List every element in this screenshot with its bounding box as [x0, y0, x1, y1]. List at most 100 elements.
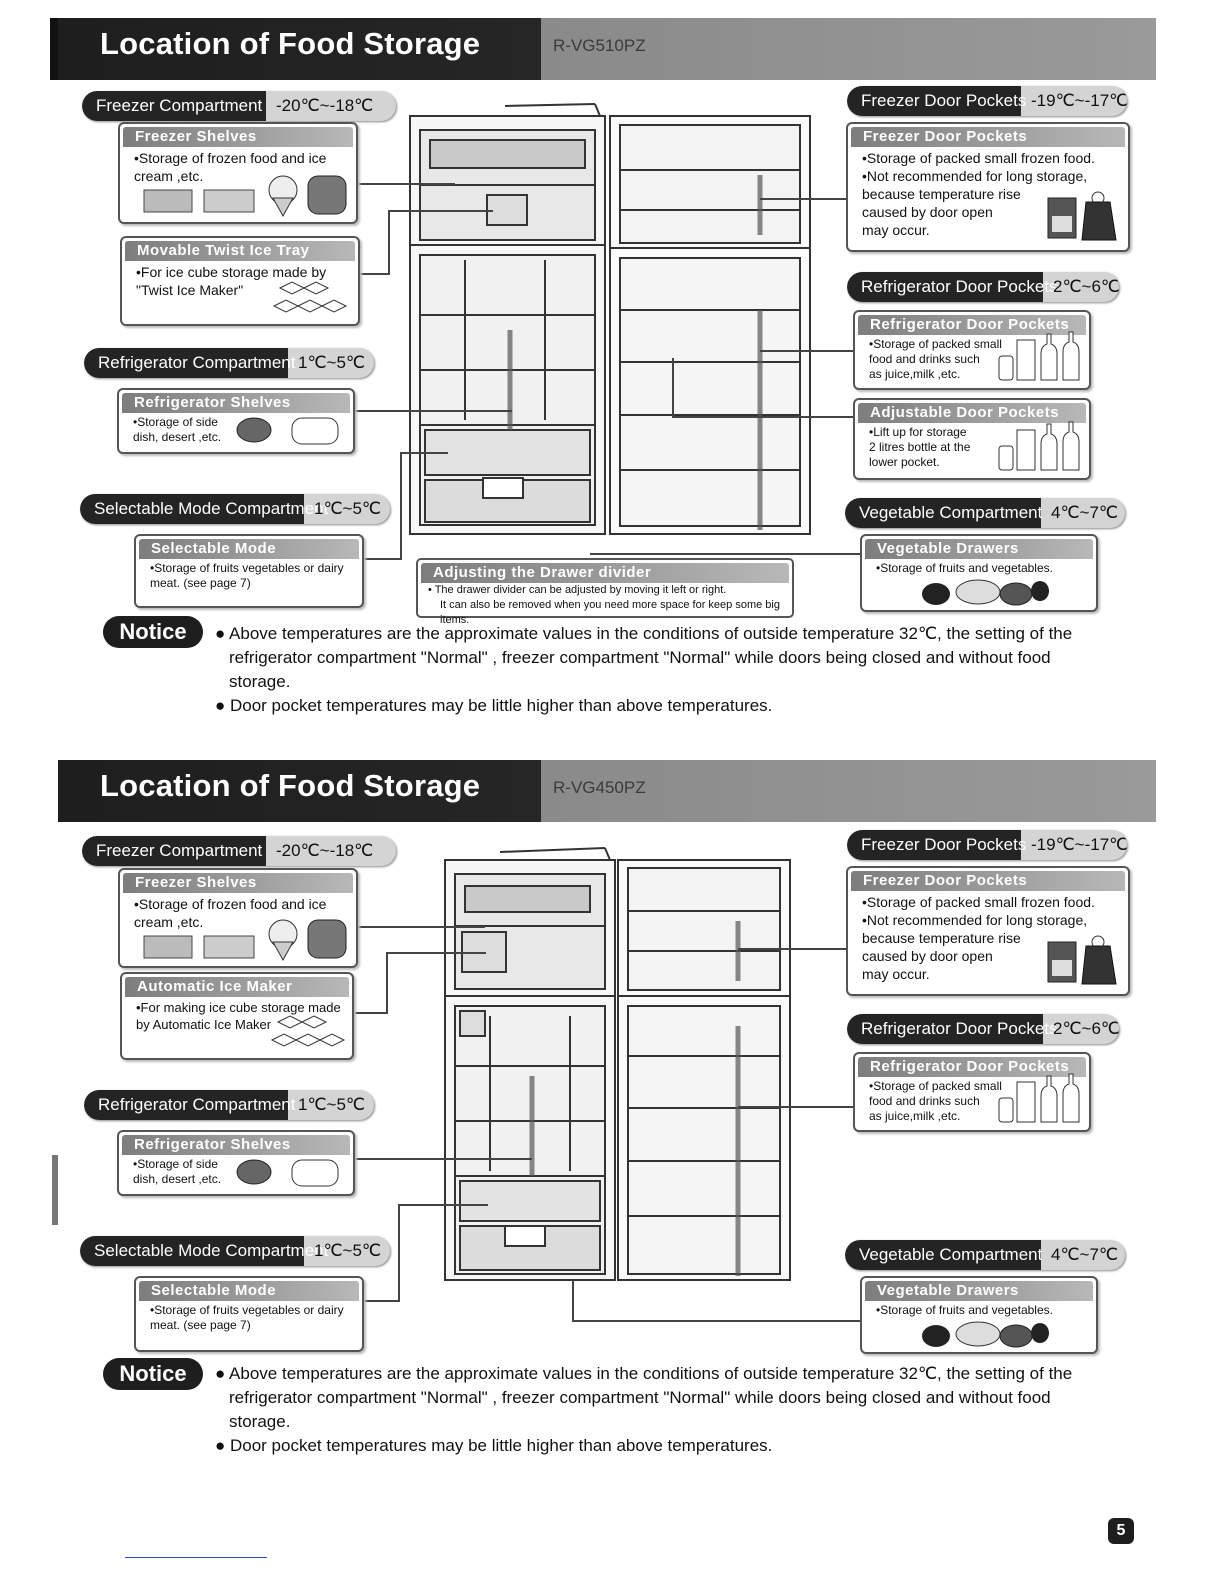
box-title: Freezer Door Pockets	[851, 127, 1125, 147]
freezer-shelves-box: Freezer Shelves •Storage of frozen food …	[118, 868, 358, 968]
connector-line	[738, 1106, 855, 1108]
connector-line	[386, 952, 486, 954]
vegetable-drawers-box: Vegetable Drawers •Storage of fruits and…	[860, 534, 1098, 612]
notice-line: ● Above temperatures are the approximate…	[215, 624, 1073, 691]
pill-label: Refrigerator Door Pockets	[847, 272, 1058, 302]
pill-temp: -20℃~-18℃	[276, 841, 374, 860]
freezer-shelves-box: Freezer Shelves •Storage of frozen food …	[118, 122, 358, 224]
connector-line	[386, 952, 388, 1014]
frozen-food-icon	[143, 189, 255, 213]
selectable-mode-box: Selectable Mode Compartment •Storage of …	[134, 1276, 364, 1352]
section-r-vg510pz: Location of Food Storage R-VG510PZ	[0, 18, 1224, 715]
box-text: •Storage of side dish, desert ,etc.	[133, 415, 222, 444]
pill-label: Vegetable Compartment	[845, 1240, 1042, 1270]
vegetables-icon	[922, 579, 1049, 606]
connector-line	[355, 926, 485, 928]
box-text: •Storage of fruits and vegetables.	[876, 1303, 1053, 1317]
pill-temp: 1℃~5℃	[298, 353, 366, 372]
section-marker	[50, 18, 58, 80]
connector-line	[360, 1300, 400, 1302]
box-text: •Storage of frozen food and ice cream ,e…	[134, 150, 327, 184]
freezer-door-pockets-box: Freezer Door Pockets •Storage of packed …	[846, 122, 1130, 252]
notice-text: ● Above temperatures are the approximate…	[215, 1362, 1115, 1458]
connector-line	[672, 416, 855, 418]
box-title: Freezer Shelves	[123, 873, 353, 893]
box-title: Refrigerator Door Pockets	[858, 1057, 1086, 1077]
pill-label: Freezer Compartment	[82, 91, 266, 121]
connector-line	[352, 1158, 532, 1160]
ice-cream-icon	[268, 919, 347, 962]
connector-line	[760, 198, 850, 200]
connector-line	[388, 210, 390, 275]
connector-line	[672, 358, 674, 418]
connector-line	[355, 183, 455, 185]
box-text: •Storage of frozen food and ice cream ,e…	[134, 896, 327, 930]
vegetable-drawers-box: Vegetable Drawers •Storage of fruits and…	[860, 1276, 1098, 1354]
bottle-icon	[998, 331, 1080, 381]
refrigerator-door-pockets-box: Refrigerator Door Pockets •Storage of pa…	[853, 310, 1091, 390]
notice-text: ● Above temperatures are the approximate…	[215, 622, 1115, 718]
notice-line: ● Door pocket temperatures may be little…	[215, 1436, 773, 1455]
connector-line	[398, 1204, 400, 1302]
ice-maker-box: Automatic Ice Maker •For making ice cube…	[120, 972, 354, 1060]
ice-cube-icon	[272, 281, 348, 313]
bowl-icon	[236, 1159, 339, 1187]
pill-temp: 4℃~7℃	[1051, 503, 1119, 522]
section-title: Location of Food Storage	[100, 26, 481, 61]
refrigerator-compartment-pill: Refrigerator Compartment 1℃~5℃	[84, 348, 374, 378]
model-number: R-VG450PZ	[553, 778, 646, 797]
pill-temp: 1℃~5℃	[298, 1095, 366, 1114]
connector-line	[760, 350, 855, 352]
refrigerator-compartment-pill: Refrigerator Compartment 1℃~5℃	[84, 1090, 374, 1120]
connector-line	[355, 1012, 387, 1014]
box-text: •Storage of fruits vegetables or dairy m…	[150, 561, 344, 590]
box-text: •Storage of side dish, desert ,etc.	[133, 1157, 222, 1186]
refrigerator-shelves-box: Refrigerator Shelves •Storage of side di…	[117, 1130, 355, 1196]
box-title: Adjusting the Drawer divider	[421, 563, 789, 583]
box-text: •Storage of packed small food and drinks…	[869, 1079, 1002, 1123]
fridge-diagram	[444, 847, 791, 1281]
refrigerator-door-pockets-pill: Refrigerator Door Pockets 2℃~6℃	[847, 272, 1119, 302]
notice-line: ● Door pocket temperatures may be little…	[215, 696, 773, 715]
box-title: Refrigerator Shelves	[122, 393, 350, 413]
box-text: •Storage of packed small food and drinks…	[869, 337, 1002, 381]
freezer-door-pockets-box: Freezer Door Pockets •Storage of packed …	[846, 866, 1130, 996]
box-title: Refrigerator Door Pockets	[858, 315, 1086, 335]
pill-label: Vegetable Compartment	[845, 498, 1042, 528]
vegetables-icon	[922, 1321, 1049, 1348]
section-banner: Location of Food Storage R-VG510PZ	[58, 18, 1156, 80]
refrigerator-door-pockets-box: Refrigerator Door Pockets •Storage of pa…	[853, 1052, 1091, 1132]
box-text-line: It can also be removed when you need mor…	[440, 599, 780, 626]
notice-badge: Notice	[103, 616, 203, 648]
pill-label: Selectable Mode Compartment	[80, 494, 328, 524]
bottle-icon	[998, 421, 1080, 471]
pill-label: Freezer Compartment	[82, 836, 266, 866]
bottle-icon	[998, 1073, 1080, 1123]
pill-label: Refrigerator Compartment	[84, 348, 295, 378]
pill-label: Selectable Mode Compartment	[80, 1236, 328, 1266]
ice-tray-box: Movable Twist Ice Tray •For ice cube sto…	[120, 236, 360, 326]
frozen-bag-icon	[1047, 935, 1117, 985]
pill-label: Refrigerator Compartment	[84, 1090, 295, 1120]
pill-temp: 4℃~7℃	[1051, 1245, 1119, 1264]
pill-temp: -20℃~-18℃	[276, 96, 374, 115]
selectable-compartment-pill: Selectable Mode Compartment 1℃~5℃	[80, 494, 390, 524]
pill-temp: 2℃~6℃	[1053, 277, 1119, 296]
freezer-door-pockets-pill: Freezer Door Pockets -19℃~-17℃	[847, 86, 1127, 116]
adjustable-door-pockets-box: Adjustable Door Pockets •Lift up for sto…	[853, 398, 1091, 480]
section-banner: Location of Food Storage R-VG450PZ	[58, 760, 1156, 822]
box-text-line: • The drawer divider can be adjusted by …	[428, 584, 727, 596]
refrigerator-door-pockets-pill: Refrigerator Door Pockets 2℃~6℃	[847, 1014, 1119, 1044]
box-text: •Storage of fruits and vegetables.	[876, 561, 1053, 575]
selectable-mode-box: Selectable Mode Compartment •Storage of …	[134, 534, 364, 608]
connector-line	[738, 948, 850, 950]
notice-line: ● Above temperatures are the approximate…	[215, 1364, 1073, 1431]
box-title: Selectable Mode Compartment	[139, 1281, 359, 1319]
connector-line	[400, 452, 402, 560]
ice-cream-icon	[268, 175, 347, 218]
section-title: Location of Food Storage	[100, 768, 481, 803]
connector-line	[572, 1280, 574, 1322]
section-r-vg450pz: Location of Food Storage R-VG450PZ	[0, 760, 1224, 1460]
fridge-diagram	[409, 103, 811, 535]
pill-temp: 1℃~5℃	[314, 1241, 382, 1260]
